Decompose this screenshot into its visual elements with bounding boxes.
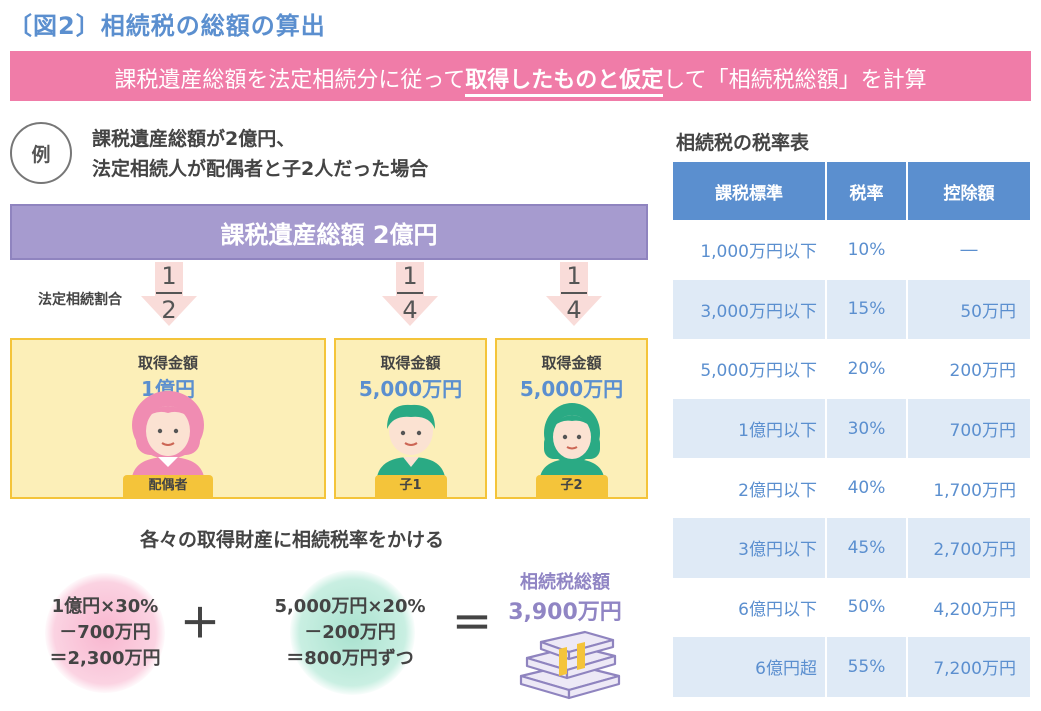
banner-text-before: 課税遺産総額を法定相続分に従って [114,68,466,93]
rate-cell: 55% [826,637,908,697]
example-line-1: 課税遺産総額が2億円、 [92,128,296,150]
col-header-taxable-base: 課税標準 [673,162,827,220]
example-badge: 例 [10,122,72,184]
heir-tag-child1: 子1 [374,475,447,497]
table-row: 1億円以下 30% 700万円 [673,398,1030,459]
explanation-banner: 課税遺産総額を法定相続分に従って取得したものと仮定して「相続税総額」を計算 [10,51,1031,101]
total-tax-value: 3,900万円 [508,600,622,625]
rate-cell: 30% [826,398,908,459]
fraction-denominator: 4 [402,296,418,324]
table-row: 5,000万円以下 20% 200万円 [673,339,1030,399]
fraction-bar [156,292,182,294]
acquired-amount-label: 取得金額 [380,354,441,372]
fraction-denominator: 4 [566,296,582,324]
taxable-base-cell: 6億円超 [673,637,827,697]
fraction-denominator: 2 [161,296,177,324]
fraction-bar [561,292,587,294]
table-row: 3,000万円以下 15% 50万円 [673,279,1030,340]
share-fraction-child1: 1 4 [380,262,440,324]
table-row: 6億円以下 50% 4,200万円 [673,577,1030,638]
rate-cell: 40% [826,458,908,518]
deduction-cell: 7,200万円 [907,637,1030,697]
child1-avatar-icon [376,404,445,477]
heir-card-child1: 取得金額 5,000万円 子1 [334,338,487,499]
fraction-bar [397,292,423,294]
tax-rate-table-title: 相続税の税率表 [676,132,810,154]
rate-cell: 10% [826,220,908,280]
taxable-base-cell: 6億円以下 [673,577,827,638]
tax-rate-table: 課税標準 税率 控除額 1,000万円以下 10% ― 3,000万円以下 15… [673,162,1030,697]
heir-card-spouse: 取得金額 1億円 配偶者 [10,338,326,499]
figure-title: 〔図2〕相続税の総額の算出 [8,12,326,40]
calc-line: －200万円 [304,622,396,643]
down-arrow-icon [141,262,197,326]
example-description: 課税遺産総額が2億円、 法定相続人が配偶者と子2人だった場合 [92,124,428,184]
fraction-numerator: 1 [402,262,418,290]
calc-line: －700万円 [59,622,151,643]
share-fraction-spouse: 1 2 [139,262,199,324]
banner-text: 課税遺産総額を法定相続分に従って取得したものと仮定して「相続税総額」を計算 [10,62,1031,97]
spouse-tax-calculation: 1億円×30% －700万円 ＝2,300万円 [30,594,180,672]
child2-avatar-icon [539,403,604,477]
equals-operator: ＝ [452,601,492,647]
example-line-2: 法定相続人が配偶者と子2人だった場合 [92,158,429,180]
statutory-share-label: 法定相続割合 [38,292,122,308]
heir-card-child2: 取得金額 5,000万円 子2 [495,338,648,499]
down-arrow-icon [382,262,438,326]
deduction-cell: 1,700万円 [907,458,1030,518]
plus-operator: ＋ [180,601,220,647]
down-arrow-icon [546,262,602,326]
table-row: 6億円超 55% 7,200万円 [673,637,1030,697]
deduction-cell: 50万円 [907,279,1030,340]
calc-line: ＝2,300万円 [49,648,161,669]
taxable-base-cell: 3億円以下 [673,517,827,578]
share-fraction-child2: 1 4 [544,262,604,324]
rate-cell: 15% [826,279,908,340]
acquired-amount-label: 取得金額 [541,354,602,372]
deduction-cell: 2,700万円 [907,517,1030,578]
child-calc-highlight [290,570,415,695]
fraction-numerator: 1 [161,262,177,290]
table-row: 3億円以下 45% 2,700万円 [673,517,1030,578]
calc-line: 1億円×30% [51,596,159,617]
table-row: 1,000万円以下 10% ― [673,220,1030,280]
spouse-calc-highlight [45,573,165,693]
apply-rate-heading: 各々の取得財産に相続税率をかける [140,529,445,551]
acquired-amount-label: 取得金額 [137,354,198,372]
col-header-rate: 税率 [826,162,908,220]
table-header-row: 課税標準 税率 控除額 [673,162,1030,220]
taxable-estate-bar: 課税遺産総額 2億円 [10,204,648,260]
fraction-numerator: 1 [566,262,582,290]
col-header-deduction: 控除額 [907,162,1030,220]
child-tax-calculation: 5,000万円×20% －200万円 ＝800万円ずつ [240,594,460,672]
deduction-cell: 4,200万円 [907,577,1030,638]
heir-tag-child2: 子2 [535,475,608,497]
acquired-amount-value: 5,000万円 [358,377,463,401]
deduction-cell: ― [907,220,1030,280]
calc-line: ＝800万円ずつ [286,648,414,669]
money-stack-icon [519,630,621,700]
calc-line: 5,000万円×20% [274,596,426,617]
taxable-base-cell: 1億円以下 [673,398,827,459]
rate-cell: 50% [826,577,908,638]
rate-cell: 20% [826,339,908,399]
total-tax-label: 相続税総額 [520,572,610,593]
taxable-base-cell: 3,000万円以下 [673,279,827,340]
banner-text-emphasis: 取得したものと仮定 [465,68,664,97]
taxable-base-cell: 1,000万円以下 [673,220,827,280]
acquired-amount-value: 5,000万円 [519,377,624,401]
rate-cell: 45% [826,517,908,578]
table-row: 2億円以下 40% 1,700万円 [673,458,1030,518]
heir-tag-spouse: 配偶者 [123,475,213,497]
spouse-avatar-icon [132,391,204,477]
taxable-base-cell: 2億円以下 [673,458,827,518]
banner-text-after: して「相続税総額」を計算 [663,68,927,93]
taxable-base-cell: 5,000万円以下 [673,339,827,399]
deduction-cell: 200万円 [907,339,1030,399]
deduction-cell: 700万円 [907,398,1030,459]
